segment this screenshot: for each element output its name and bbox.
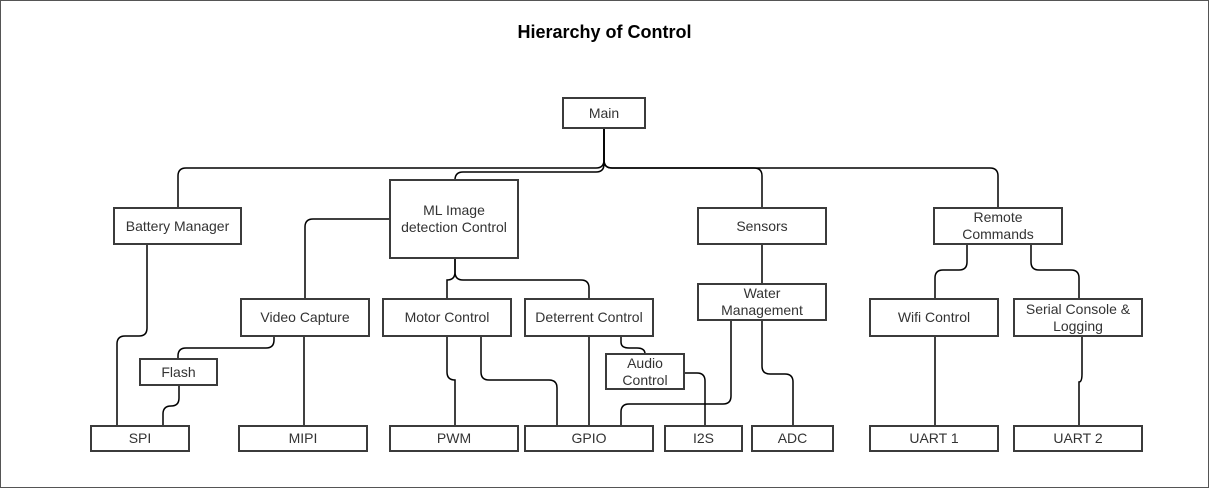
node-adc: ADC — [751, 425, 834, 452]
edge-ml-video — [304, 218, 390, 299]
diagram-title: Hierarchy of Control — [517, 22, 692, 42]
node-video-capture-label: Video Capture — [260, 309, 350, 325]
node-mipi-label: MIPI — [288, 430, 318, 446]
node-deterrent-control: Deterrent Control — [524, 298, 654, 337]
node-sensors: Sensors — [697, 207, 827, 245]
node-flash-label: Flash — [161, 363, 196, 380]
node-remote-commands-label: Remote Commands — [962, 209, 1034, 242]
node-audio-control: Audio Control — [605, 353, 685, 390]
node-uart-1: UART 1 — [869, 425, 999, 452]
node-water-management: Water Management — [697, 283, 827, 321]
node-motor-control-label: Motor Control — [404, 309, 490, 325]
edge-main-remote — [603, 128, 999, 208]
node-video-capture: Video Capture — [240, 298, 370, 337]
edge-remote-wifi — [934, 244, 968, 299]
node-remote-commands: Remote Commands — [933, 207, 1063, 245]
edge-video-flash — [177, 336, 275, 359]
edge-battery-spi — [116, 244, 148, 426]
node-gpio: GPIO — [524, 425, 654, 452]
node-water-management-label: Water Management — [721, 285, 803, 318]
edge-ml-motor — [446, 258, 456, 299]
edge-audio-i2s — [684, 372, 706, 426]
node-wifi-control-label: Wifi Control — [897, 309, 971, 325]
edge-remote-serial — [1030, 244, 1080, 299]
node-wifi-control: Wifi Control — [869, 298, 999, 337]
node-serial-console-label: Serial Console & Logging — [1025, 300, 1131, 334]
edge-motor-pwm — [446, 336, 456, 426]
node-motor-control: Motor Control — [382, 298, 512, 337]
edge-main-ml — [454, 128, 605, 181]
node-battery-manager-label: Battery Manager — [125, 217, 230, 234]
node-mipi: MIPI — [238, 425, 368, 452]
node-spi-label: SPI — [128, 430, 152, 446]
node-i2s-label: I2S — [692, 430, 714, 446]
edge-serial-uart2 — [1078, 336, 1083, 426]
edge-water-adc — [761, 320, 794, 426]
node-audio-control-label: Audio Control — [622, 354, 668, 388]
node-ml-image-detection: ML Image detection Control — [389, 179, 519, 259]
edge-deterrent-audio — [620, 336, 646, 355]
node-main: Main — [562, 97, 646, 129]
node-pwm-label: PWM — [436, 430, 472, 446]
node-deterrent-control-label: Deterrent Control — [535, 309, 643, 325]
node-uart-2: UART 2 — [1013, 425, 1143, 452]
node-uart-1-label: UART 1 — [909, 430, 959, 446]
edge-motor-gpio — [480, 336, 558, 426]
node-battery-manager: Battery Manager — [113, 207, 242, 245]
node-ml-image-detection-label: ML Image detection Control — [401, 202, 507, 235]
edge-flash-spi — [162, 385, 180, 426]
node-gpio-label: GPIO — [571, 430, 607, 446]
node-adc-label: ADC — [777, 430, 808, 446]
node-main-label: Main — [588, 104, 620, 121]
node-i2s: I2S — [664, 425, 743, 452]
edge-water-gpio — [620, 320, 732, 426]
node-flash: Flash — [139, 358, 218, 386]
node-spi: SPI — [90, 425, 190, 452]
edge-ml-deterrent — [454, 258, 590, 299]
node-uart-2-label: UART 2 — [1053, 430, 1103, 446]
node-serial-console: Serial Console & Logging — [1013, 298, 1143, 337]
node-pwm: PWM — [389, 425, 519, 452]
node-sensors-label: Sensors — [736, 217, 788, 234]
